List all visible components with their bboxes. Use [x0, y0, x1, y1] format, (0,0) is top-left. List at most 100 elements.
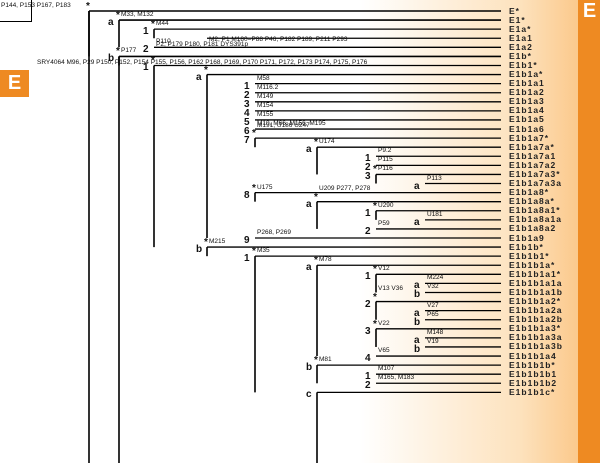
node-label-e1b1-star: E1b1* [509, 59, 538, 70]
paragroup-star-e1b1b1b-star: * [314, 355, 318, 367]
branch-letter-e1b1a2: 2 [244, 89, 250, 101]
branch-letter-e1a2: 2 [143, 44, 149, 56]
branch-letter-e1b1a1: 1 [244, 80, 250, 92]
branch-letter-e1b1a3: 3 [244, 98, 250, 110]
haplogroup-e-badge-right: E [582, 0, 597, 22]
markers-e1b1b1a2-star: V13 V36 [378, 285, 403, 293]
node-label-e1b1a7-star: E1b1a7* [509, 132, 550, 143]
markers-e1a2: P110 [156, 38, 171, 46]
paragroup-star-e1b1a8a1-star: * [373, 200, 377, 212]
node-label-e1b1b1a3a: E1b1b1a3a [509, 332, 563, 343]
paragroup-star-e1b1a8-star: * [252, 182, 256, 194]
markers-e1-star: M33, M132 [121, 11, 154, 19]
markers-e1b1b1a1-star: V12 [378, 265, 390, 273]
haplogroup-e-badge-left: E [0, 70, 29, 97]
paragroup-star-e1b1b1a2-star: * [373, 291, 377, 303]
node-label-e1b1a8a1a: E1b1a8a1a [509, 214, 562, 225]
branch-letter-e1b1b1b2: 2 [365, 380, 371, 392]
node-label-e1b1a2: E1b1a2 [509, 87, 545, 98]
node-label-e1b1b1b-star: E1b1b1b* [509, 359, 556, 370]
markers-e1b1a7-star: M191, U186 U247 [257, 121, 310, 129]
node-label-e1b1b1a2b: E1b1b1a2b [509, 314, 563, 325]
node-label-e1a1: E1a1 [509, 32, 533, 43]
node-label-e1b1b1a2-star: E1b1b1a2* [509, 296, 561, 307]
node-label-e1b1a5: E1b1a5 [509, 114, 545, 125]
branch-letter-e1b1b1a-star: a [306, 262, 312, 274]
markers-e1b1a4: M154 [257, 101, 274, 109]
paragroup-star-e1b1a8a-star: * [314, 191, 318, 203]
branch-letter-e1-star: a [108, 17, 114, 29]
markers-e1b1a1: M58 [257, 74, 270, 82]
node-label-e1b1a-star: E1b1a* [509, 69, 544, 80]
root-markers: SRY4064 M96, P29 P150, P152, P154 P155, … [37, 59, 368, 66]
paragroup-star-e-star: * [86, 1, 90, 12]
node-label-e1b1b1a3-star: E1b1b1a3* [509, 323, 561, 334]
top-left-markers: P144, P153 P167, P183 [1, 2, 71, 9]
paragroup-star-e1b-star: * [116, 46, 120, 58]
markers-e1b1a8a2: P59 [378, 219, 390, 227]
node-label-e1b1a9: E1b1a9 [509, 232, 545, 243]
node-label-e1a-star: E1a* [509, 23, 532, 34]
markers-e1b1b1b1: M107 [378, 365, 395, 373]
node-label-e1b1a7a3-star: E1b1a7a3* [509, 168, 561, 179]
markers-e1b1a7a3-star: P116 [378, 165, 393, 173]
markers-e1b1b1b-star: M81 [319, 356, 332, 364]
branch-letter-e1b1b1a4: 4 [365, 353, 371, 365]
node-label-e1b1b1a4: E1b1b1a4 [509, 350, 557, 361]
node-label-e1b1a8a1-star: E1b1a8a1* [509, 205, 561, 216]
branch-letter-e1b1a-star: a [196, 71, 202, 83]
paragroup-star-e1b1-star: * [151, 55, 155, 67]
markers-e1b1a5: M155 [257, 110, 274, 118]
branch-letter-e1b1a8a-star: a [306, 198, 312, 210]
markers-e1b1a8a-star: U209 P277, P278 [319, 185, 371, 193]
markers-e1b1b1-star: M35 [257, 247, 270, 255]
markers-e1b1a8a1-star: U290 [378, 201, 394, 209]
markers-e1b1a3: M149 [257, 92, 274, 100]
branch-letter-e1b1b1-star: 1 [244, 253, 250, 265]
markers-e1b1a8a1a: U181 [427, 210, 443, 218]
branch-letter-e1b1a7a1: 1 [365, 153, 371, 165]
branch-letter-e1b1-star: 1 [143, 62, 149, 74]
markers-e1b1a7a-star: U174 [319, 138, 335, 146]
markers-e1a-star: M44 [156, 20, 169, 28]
markers-e1b1-star: P2, P179 P180, P181 DYS391p [156, 41, 249, 49]
branch-letter-e1b1b1a2a: a [414, 307, 420, 319]
markers-e1b1b1a-star: M78 [319, 256, 332, 264]
branch-letter-e1b1a6: 6 [244, 126, 250, 138]
branch-letter-e1b1b1b-star: b [306, 362, 313, 374]
branch-letter-e1b1a7a3a: a [414, 180, 420, 192]
node-label-e1b1a8-star: E1b1a8* [509, 187, 550, 198]
node-label-e1b1b1c-star: E1b1b1c* [509, 386, 556, 397]
markers-e1b1b1b2: M165, M183 [378, 374, 415, 382]
markers-e1b1b1a4: V65 [378, 347, 390, 355]
node-label-e1b1a7a-star: E1b1a7a* [509, 141, 555, 152]
branch-letter-e1b1b1a1-star: 1 [365, 271, 371, 283]
branch-letter-e1b1a4: 4 [244, 107, 250, 119]
paragroup-star-e1b1b-star: * [204, 237, 208, 249]
branch-letter-e1b1a5: 5 [244, 116, 250, 128]
markers-e1b1b1a2a: V27 [427, 301, 439, 309]
branch-letter-e1b1b1a1a: a [414, 280, 420, 292]
node-label-e1b1a8a2: E1b1a8a2 [509, 223, 557, 234]
node-label-e1b-star: E1b* [509, 50, 532, 61]
markers-e1b1b1a3b: V19 [427, 337, 439, 345]
node-label-e1b1a4: E1b1a4 [509, 105, 545, 116]
branch-letter-e1b1a7a-star: a [306, 144, 312, 156]
orange-side-bar [578, 0, 600, 463]
node-label-e1a2: E1a2 [509, 41, 533, 52]
markers-e1b1a7a3a: P113 [427, 174, 442, 182]
paragroup-star-e1b1a7-star: * [252, 128, 256, 140]
paragroup-star-e1b1b1a3-star: * [373, 318, 377, 330]
markers-e1b1b1a3-star: V22 [378, 319, 390, 327]
paragroup-star-e1b1b1-star: * [252, 246, 256, 258]
branch-letter-e1b1a9: 9 [244, 235, 250, 246]
node-label-e1b1b1a-star: E1b1b1a* [509, 259, 556, 270]
markers-e1b1a9: P268, P269 [257, 229, 291, 236]
branch-letter-e1b1a8a2: 2 [365, 225, 371, 237]
markers-e1b1a7a1: P9.2 [378, 147, 392, 155]
node-label-e1b1b1b1: E1b1b1b1 [509, 368, 558, 379]
branch-letter-e1b1a8a1a: a [414, 216, 420, 228]
node-label-e1b1a7a2: E1b1a7a2 [509, 159, 557, 170]
